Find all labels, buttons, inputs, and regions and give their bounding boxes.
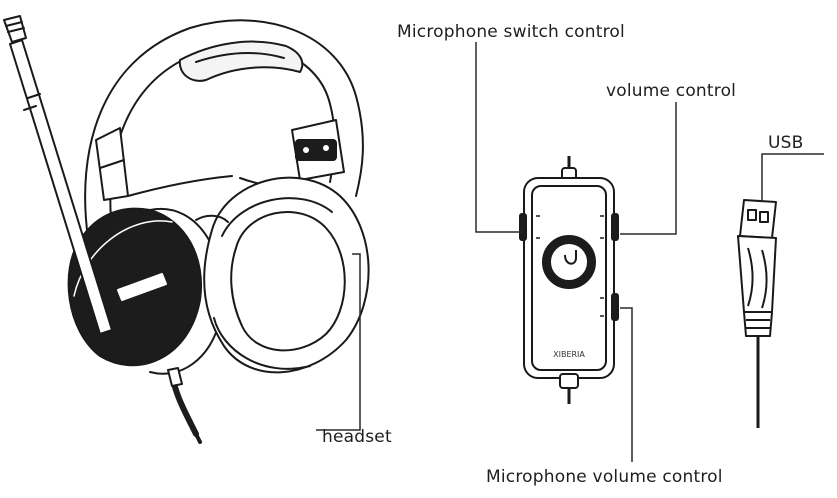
controller-brand: XIBERIA: [553, 350, 585, 359]
mic-volume-leader: [620, 307, 633, 462]
mic-switch-leader: [475, 42, 522, 233]
headband-padding: [178, 40, 304, 82]
microphone-switch-label: Microphone switch control: [397, 22, 625, 42]
headset-illustration: [3, 15, 370, 444]
headband-outer: [84, 19, 364, 239]
microphone-boom: [9, 39, 113, 335]
headset-leader: [316, 253, 361, 431]
volume-leader: [620, 102, 677, 235]
right-earcup-cushion: [203, 176, 370, 374]
inline-controller: [519, 156, 619, 404]
usb-leader: [761, 153, 824, 202]
right-earcup-inner: [230, 211, 346, 352]
usb-plug-body: [737, 235, 777, 313]
volume-control-label: volume control: [606, 81, 737, 101]
usb-label: USB: [768, 133, 804, 153]
usb-connector-illustration: [737, 199, 777, 428]
microphone-volume-label: Microphone volume control: [486, 467, 723, 487]
headset-label: headset: [322, 427, 392, 447]
